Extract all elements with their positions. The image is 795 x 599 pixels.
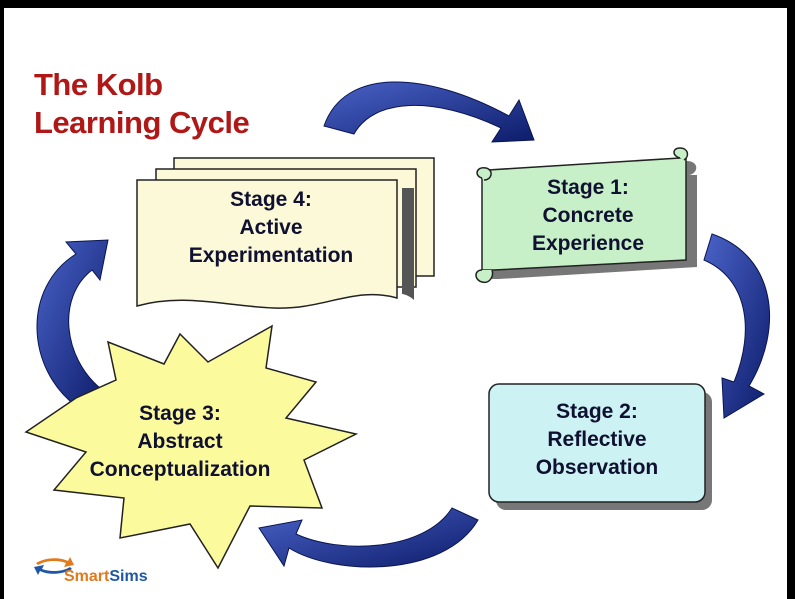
logo-arrows-icon: [34, 557, 74, 575]
stage3-line2: Conceptualization: [89, 458, 271, 481]
stage1-label: Stage 1: Concrete Experience: [492, 174, 684, 258]
stage3-line1: Abstract: [137, 430, 223, 453]
stage3-shape: [24, 324, 359, 570]
kolb-cycle-diagram: [24, 81, 771, 570]
stage4-line1: Active: [239, 216, 303, 239]
diagram-title: The Kolb Learning Cycle: [34, 66, 250, 142]
stage3-label: Stage 3: Abstract Conceptualization: [60, 400, 300, 484]
stage4-label: Stage 4: Active Experimentation: [151, 186, 391, 270]
stage3-heading: Stage 3:: [139, 402, 221, 425]
stage1-line2: Experience: [531, 232, 645, 255]
stage2-line2: Observation: [535, 456, 659, 479]
smartsims-logo: SmartSims: [34, 553, 194, 595]
stage1-shape: [475, 147, 697, 284]
cycle-arrow-bottom: [258, 507, 479, 568]
logo-smart: Smart: [64, 568, 110, 585]
stage1-heading: Stage 1:: [547, 176, 629, 199]
cycle-arrow-left: [36, 239, 109, 407]
logo-wordmark: SmartSims: [64, 568, 148, 586]
stage2-label: Stage 2: Reflective Observation: [489, 398, 705, 482]
stage2-heading: Stage 2:: [556, 400, 638, 423]
slide: The Kolb Learning Cycle Stage 4: Active …: [4, 8, 787, 599]
cycle-arrow-right: [703, 233, 771, 419]
title-line-2: Learning Cycle: [34, 105, 250, 140]
stage4-shape: [136, 157, 435, 309]
logo-sims: Sims: [109, 568, 148, 585]
stage2-line1: Reflective: [547, 428, 647, 451]
stage4-heading: Stage 4:: [230, 188, 312, 211]
stage2-shape: [488, 383, 712, 510]
title-line-1: The Kolb: [34, 67, 163, 102]
stage1-line1: Concrete: [542, 204, 634, 227]
stage4-line2: Experimentation: [188, 244, 354, 267]
cycle-arrow-top: [323, 81, 535, 143]
